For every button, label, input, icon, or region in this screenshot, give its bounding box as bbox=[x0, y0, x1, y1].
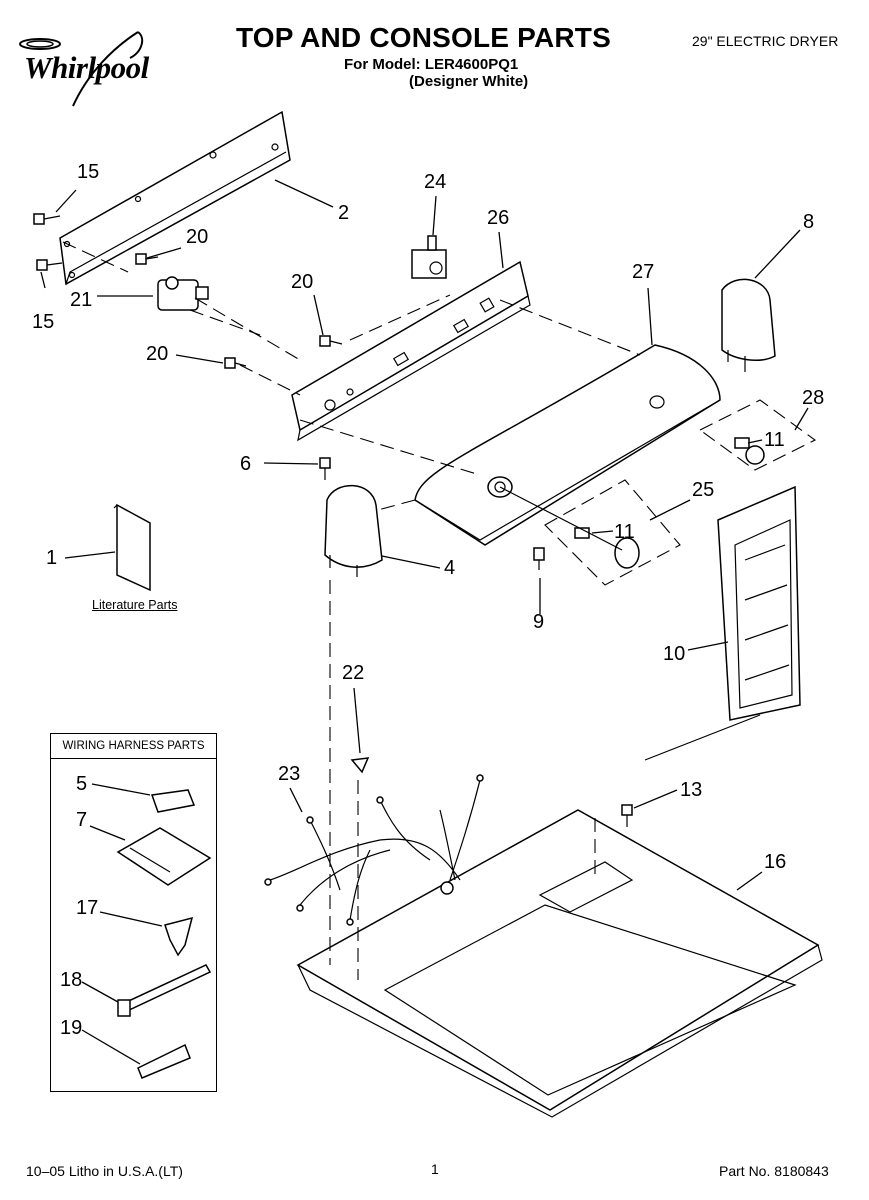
footer-page-number: 1 bbox=[431, 1161, 439, 1177]
part-18-tie-strap bbox=[117, 964, 212, 1017]
literature-parts-label: Literature Parts bbox=[92, 598, 178, 612]
footer-part-number: Part No. 8180843 bbox=[719, 1163, 829, 1179]
callout-11: 11 bbox=[764, 429, 785, 451]
callout-25: 25 bbox=[692, 479, 714, 501]
callout-8: 8 bbox=[803, 211, 814, 233]
brand-wordmark: Whirlpool bbox=[24, 50, 149, 85]
whirlpool-logo: Whirlpool bbox=[18, 28, 168, 110]
part-16-top-panel bbox=[296, 809, 823, 1118]
part-22-clip bbox=[350, 757, 370, 774]
part-17-clip bbox=[164, 916, 194, 957]
part-13-screw bbox=[621, 804, 633, 827]
part-8-end-cap-right bbox=[721, 278, 776, 372]
part-21-switch bbox=[157, 276, 261, 336]
part-1-literature bbox=[113, 503, 151, 592]
part-28-light-assembly bbox=[698, 399, 817, 471]
footer-litho: 10–05 Litho in U.S.A.(LT) bbox=[26, 1163, 183, 1179]
color-line: (Designer White) bbox=[409, 73, 529, 90]
part-7-terminal-block bbox=[116, 827, 212, 886]
callout-27: 27 bbox=[632, 261, 654, 283]
callout-20: 20 bbox=[186, 226, 208, 248]
callout-4: 4 bbox=[444, 557, 455, 579]
callout-19: 19 bbox=[60, 1017, 82, 1039]
callout-16: 16 bbox=[764, 851, 786, 873]
page-title: TOP AND CONSOLE PARTS bbox=[236, 22, 611, 53]
callout-11: 11 bbox=[614, 521, 635, 543]
part-20-screw-c bbox=[224, 357, 247, 369]
part-10-lint-screen bbox=[717, 485, 801, 721]
callout-13: 13 bbox=[680, 779, 702, 801]
part-20-screw-a bbox=[135, 253, 159, 265]
product-type: 29" ELECTRIC DRYER bbox=[692, 33, 839, 49]
callout-20: 20 bbox=[146, 343, 168, 365]
callout-26: 26 bbox=[487, 207, 509, 229]
part-19-terminal bbox=[137, 1043, 191, 1079]
part-27-console bbox=[414, 344, 721, 546]
callout-22: 22 bbox=[342, 662, 364, 684]
part-4-end-cap-left bbox=[324, 484, 383, 577]
callout-28: 28 bbox=[802, 387, 824, 409]
callout-10: 10 bbox=[663, 643, 685, 665]
part-15-screw-upper bbox=[33, 213, 61, 225]
callout-18: 18 bbox=[60, 969, 82, 991]
callout-15: 15 bbox=[77, 161, 99, 183]
alignment-lines bbox=[62, 241, 761, 980]
part-20-screw-b bbox=[319, 335, 343, 347]
model-line: For Model: LER4600PQ1 bbox=[344, 56, 519, 73]
callout-23: 23 bbox=[278, 763, 300, 785]
callout-15: 15 bbox=[32, 311, 54, 333]
part-9-screw bbox=[533, 547, 545, 570]
whirlpool-swirl-icon bbox=[19, 31, 144, 107]
part-6-screw bbox=[319, 457, 331, 480]
callout-1: 1 bbox=[46, 547, 57, 569]
part-2-rear-panel bbox=[59, 110, 291, 286]
callout-numbers: 15 15 2 24 26 8 20 21 20 20 27 28 11 6 2… bbox=[32, 161, 824, 1039]
leader-lines bbox=[40, 179, 809, 1065]
part-26-console-bracket bbox=[291, 260, 531, 442]
callout-24: 24 bbox=[424, 171, 446, 193]
callout-6: 6 bbox=[240, 453, 251, 475]
part-23-wiring-harness bbox=[264, 774, 484, 926]
wiring-harness-parts-box: WIRING HARNESS PARTS bbox=[50, 733, 217, 1092]
callout-7: 7 bbox=[76, 809, 87, 831]
callout-20: 20 bbox=[291, 271, 313, 293]
callout-17: 17 bbox=[76, 897, 98, 919]
callout-21: 21 bbox=[70, 289, 92, 311]
callout-9: 9 bbox=[533, 611, 544, 633]
part-25-knob-assembly bbox=[499, 479, 681, 586]
part-15-screw-lower bbox=[36, 259, 63, 271]
callout-5: 5 bbox=[76, 773, 87, 795]
part-24-timer bbox=[411, 235, 447, 279]
callout-2: 2 bbox=[338, 202, 349, 224]
wiring-harness-parts-title: WIRING HARNESS PARTS bbox=[51, 734, 216, 759]
part-5-connector bbox=[150, 789, 196, 813]
